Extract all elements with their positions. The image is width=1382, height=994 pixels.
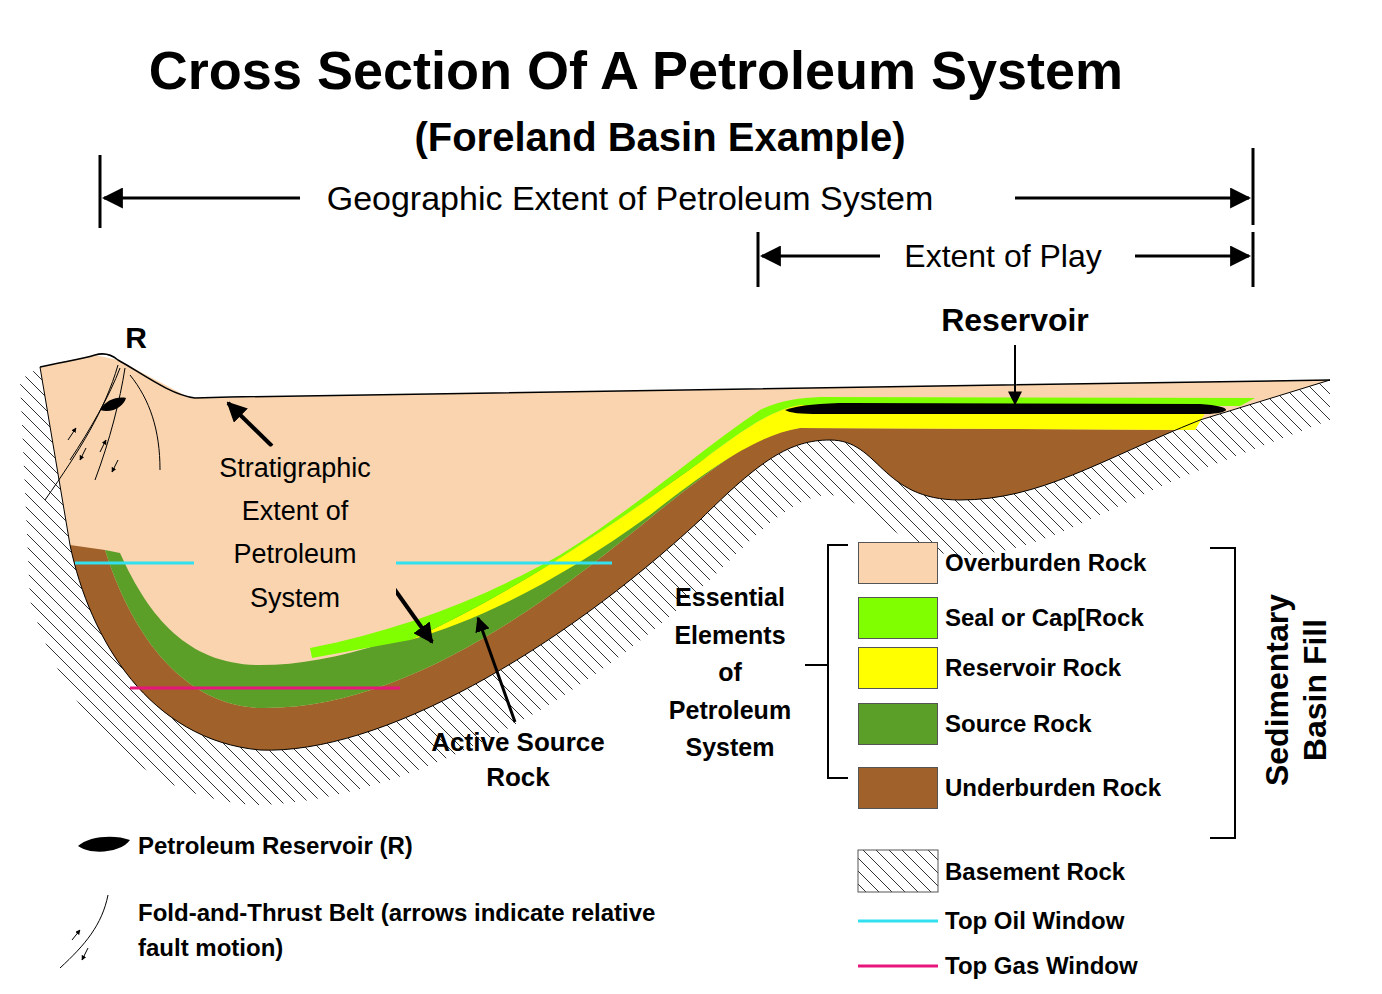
legend-text: Top Oil Window (945, 907, 1124, 936)
label-text: Geographic Extent of Petroleum System (321, 178, 940, 219)
label-text: Essential Elements of Petroleum System (660, 579, 800, 767)
legend-text: Underburden Rock (945, 774, 1161, 803)
legend-swatch (858, 542, 938, 584)
reservoir-symbol (78, 837, 130, 852)
legend-text: Reservoir Rock (945, 654, 1121, 683)
label-text: Active Source Rock (430, 725, 606, 795)
legend-text: Basement Rock (945, 858, 1125, 887)
reservoir-rock (410, 405, 1210, 640)
label-text: Stratigraphic Extent of Petroleum System (194, 447, 396, 620)
ground-surface (40, 354, 1330, 398)
legend-swatch (858, 647, 938, 689)
label-text: Extent of Play (898, 237, 1107, 275)
label-text: Reservoir (941, 301, 1089, 339)
seal-rock (310, 397, 1255, 658)
legend-text: Seal or Cap[Rock (945, 604, 1144, 633)
label-text: Sedimentary Basin Fill (1258, 588, 1335, 793)
legend-swatch (858, 767, 938, 809)
legend-text: Fold-and-Thrust Belt (arrows indicate re… (138, 896, 658, 966)
label-text: Cross Section Of A Petroleum System (149, 38, 1123, 103)
label-text: (Foreland Basin Example) (414, 113, 905, 161)
label-text: R (125, 320, 147, 356)
overburden-rock (40, 355, 1330, 750)
top-gas-window (130, 687, 400, 690)
extent-dimensions (100, 148, 1253, 287)
legend-text: Source Rock (945, 710, 1092, 739)
legend-text: Top Gas Window (945, 952, 1138, 981)
gas-window-sample (858, 965, 938, 968)
basin-outline (40, 367, 1330, 750)
oil-window-sample (858, 920, 938, 923)
petroleum-reservoir-r (100, 398, 126, 412)
thrust-symbol (60, 895, 108, 968)
petroleum-reservoir (785, 403, 1226, 414)
legend-text: Petroleum Reservoir (R) (138, 832, 413, 861)
fold-thrust-belt (45, 365, 160, 500)
legend-swatch (858, 597, 938, 639)
legend-swatch (858, 703, 938, 745)
legend-brackets (805, 545, 1235, 838)
basement-swatch (858, 850, 938, 892)
legend-text: Overburden Rock (945, 549, 1146, 578)
